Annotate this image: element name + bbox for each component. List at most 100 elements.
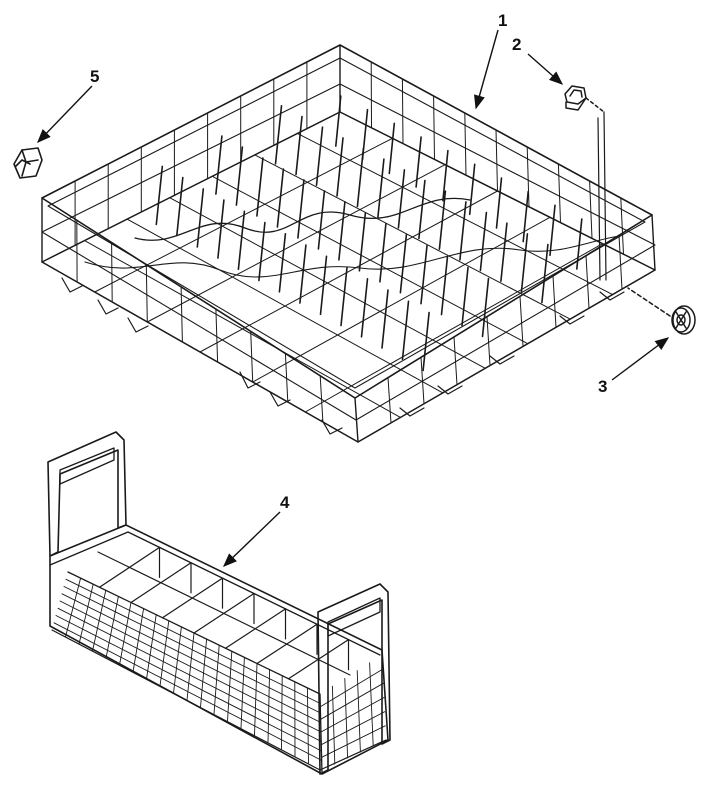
rack-side-wire	[401, 78, 404, 145]
basket-grid-wire	[55, 615, 322, 752]
rack-tine	[461, 266, 469, 327]
callout-5: 5	[90, 67, 99, 86]
leader-arrow-2	[527, 53, 564, 85]
rack-tine	[399, 233, 408, 294]
rack-tine	[495, 177, 503, 229]
leader-arrow-1	[474, 29, 499, 110]
basket-grid-wire	[59, 600, 322, 733]
rack-tine	[479, 211, 488, 272]
basket-end-wire	[320, 711, 386, 746]
basket-grid	[53, 577, 386, 765]
basket-center-rail	[97, 551, 351, 676]
rack-tine	[415, 136, 422, 188]
rack-tine	[338, 201, 346, 261]
rack-tine	[276, 168, 285, 228]
basket-end-wire	[320, 697, 385, 733]
rack-tine	[397, 169, 406, 229]
rack-bumper-icon	[13, 147, 43, 179]
rack-tine	[299, 244, 307, 304]
rack-tine	[401, 300, 410, 361]
basket-right-handle-grip	[327, 597, 381, 637]
rack-tine	[481, 277, 490, 338]
rack-tine	[442, 149, 449, 202]
rack-side-wire	[250, 330, 254, 383]
rack-side-wire	[464, 112, 467, 176]
rack-side-wire	[319, 375, 324, 423]
rack-tine	[315, 126, 324, 186]
rack-corner-posts	[41, 44, 656, 443]
rack-side-wires	[74, 61, 624, 424]
rack-side-wire	[180, 286, 183, 343]
basket-end-wire	[319, 668, 384, 708]
rack-front-feet	[61, 277, 625, 435]
basket-grid-wire	[63, 586, 321, 714]
basket-body	[49, 524, 389, 775]
rack-tine	[319, 255, 328, 316]
rack-tine	[196, 188, 205, 248]
rack-tine	[388, 122, 396, 175]
leader-lines	[37, 29, 670, 567]
callout-2: 2	[512, 35, 521, 54]
rack-side-wire	[552, 275, 557, 328]
rack-side-wire	[111, 241, 113, 303]
rack-tine	[361, 108, 369, 161]
basket-compartments	[97, 546, 351, 680]
rack-tine	[235, 146, 244, 206]
rack-side-wire	[215, 308, 219, 363]
rack-side-wire	[620, 197, 624, 255]
rack-side-wire	[526, 146, 530, 208]
rack-clip-icon	[564, 85, 605, 113]
leader-arrow-5	[37, 85, 93, 144]
callout-4: 4	[280, 493, 290, 512]
rack-clip-post	[597, 111, 607, 281]
rack-tine	[295, 115, 303, 176]
callouts: 1 2 3 4 5	[90, 11, 607, 512]
rack-side-wire	[589, 180, 593, 239]
rack-tine	[334, 95, 342, 147]
silverware-basket-icon	[47, 431, 391, 775]
rack-tine	[274, 105, 283, 165]
basket-end-wire	[320, 682, 384, 720]
rack-side-wire	[557, 163, 561, 224]
rack-center-divider	[134, 197, 471, 241]
leader-arrow-3	[611, 337, 670, 381]
rack-side-wire	[420, 356, 425, 405]
rack-tine	[549, 204, 556, 257]
rack-floor-wire	[199, 190, 498, 353]
rack-side-wire	[284, 353, 289, 403]
rack-wheel-icon	[627, 287, 696, 335]
rack-tine	[541, 243, 549, 304]
rack-tine	[358, 212, 367, 272]
rack-tine	[438, 190, 447, 250]
basket-grid-wire	[53, 622, 323, 761]
rack-tine	[278, 233, 287, 293]
rack-side-wire	[433, 95, 435, 160]
basket-end-wire	[321, 725, 386, 758]
rack-tine	[340, 266, 348, 327]
rack-floor-wire	[146, 164, 446, 323]
rack-tine	[418, 179, 426, 240]
rack-tine	[459, 201, 467, 261]
rack-tines	[155, 95, 583, 372]
rack-middle-wire	[41, 83, 656, 421]
rack-tine	[440, 255, 449, 316]
rack-tine	[377, 158, 385, 218]
rack-wave-wire	[84, 235, 621, 278]
rack-tine	[379, 223, 387, 283]
rack-tine	[500, 222, 508, 283]
rack-tine	[297, 179, 305, 239]
rack-side-wire	[145, 264, 148, 323]
rack-tine	[237, 210, 246, 271]
rack-tine	[336, 137, 344, 197]
callout-3: 3	[598, 377, 607, 396]
basket-bottom-edge	[51, 629, 387, 771]
rack-tine	[468, 163, 476, 216]
rack-floor-wire	[252, 216, 551, 383]
basket-grid-wire	[57, 607, 322, 742]
rack-floor-wire	[304, 243, 603, 413]
basket-top-rim	[49, 531, 381, 656]
rack-tine	[422, 311, 430, 372]
rack-tine	[420, 244, 428, 305]
basket-right-handle	[317, 583, 391, 775]
rack-side-wire	[519, 295, 524, 347]
